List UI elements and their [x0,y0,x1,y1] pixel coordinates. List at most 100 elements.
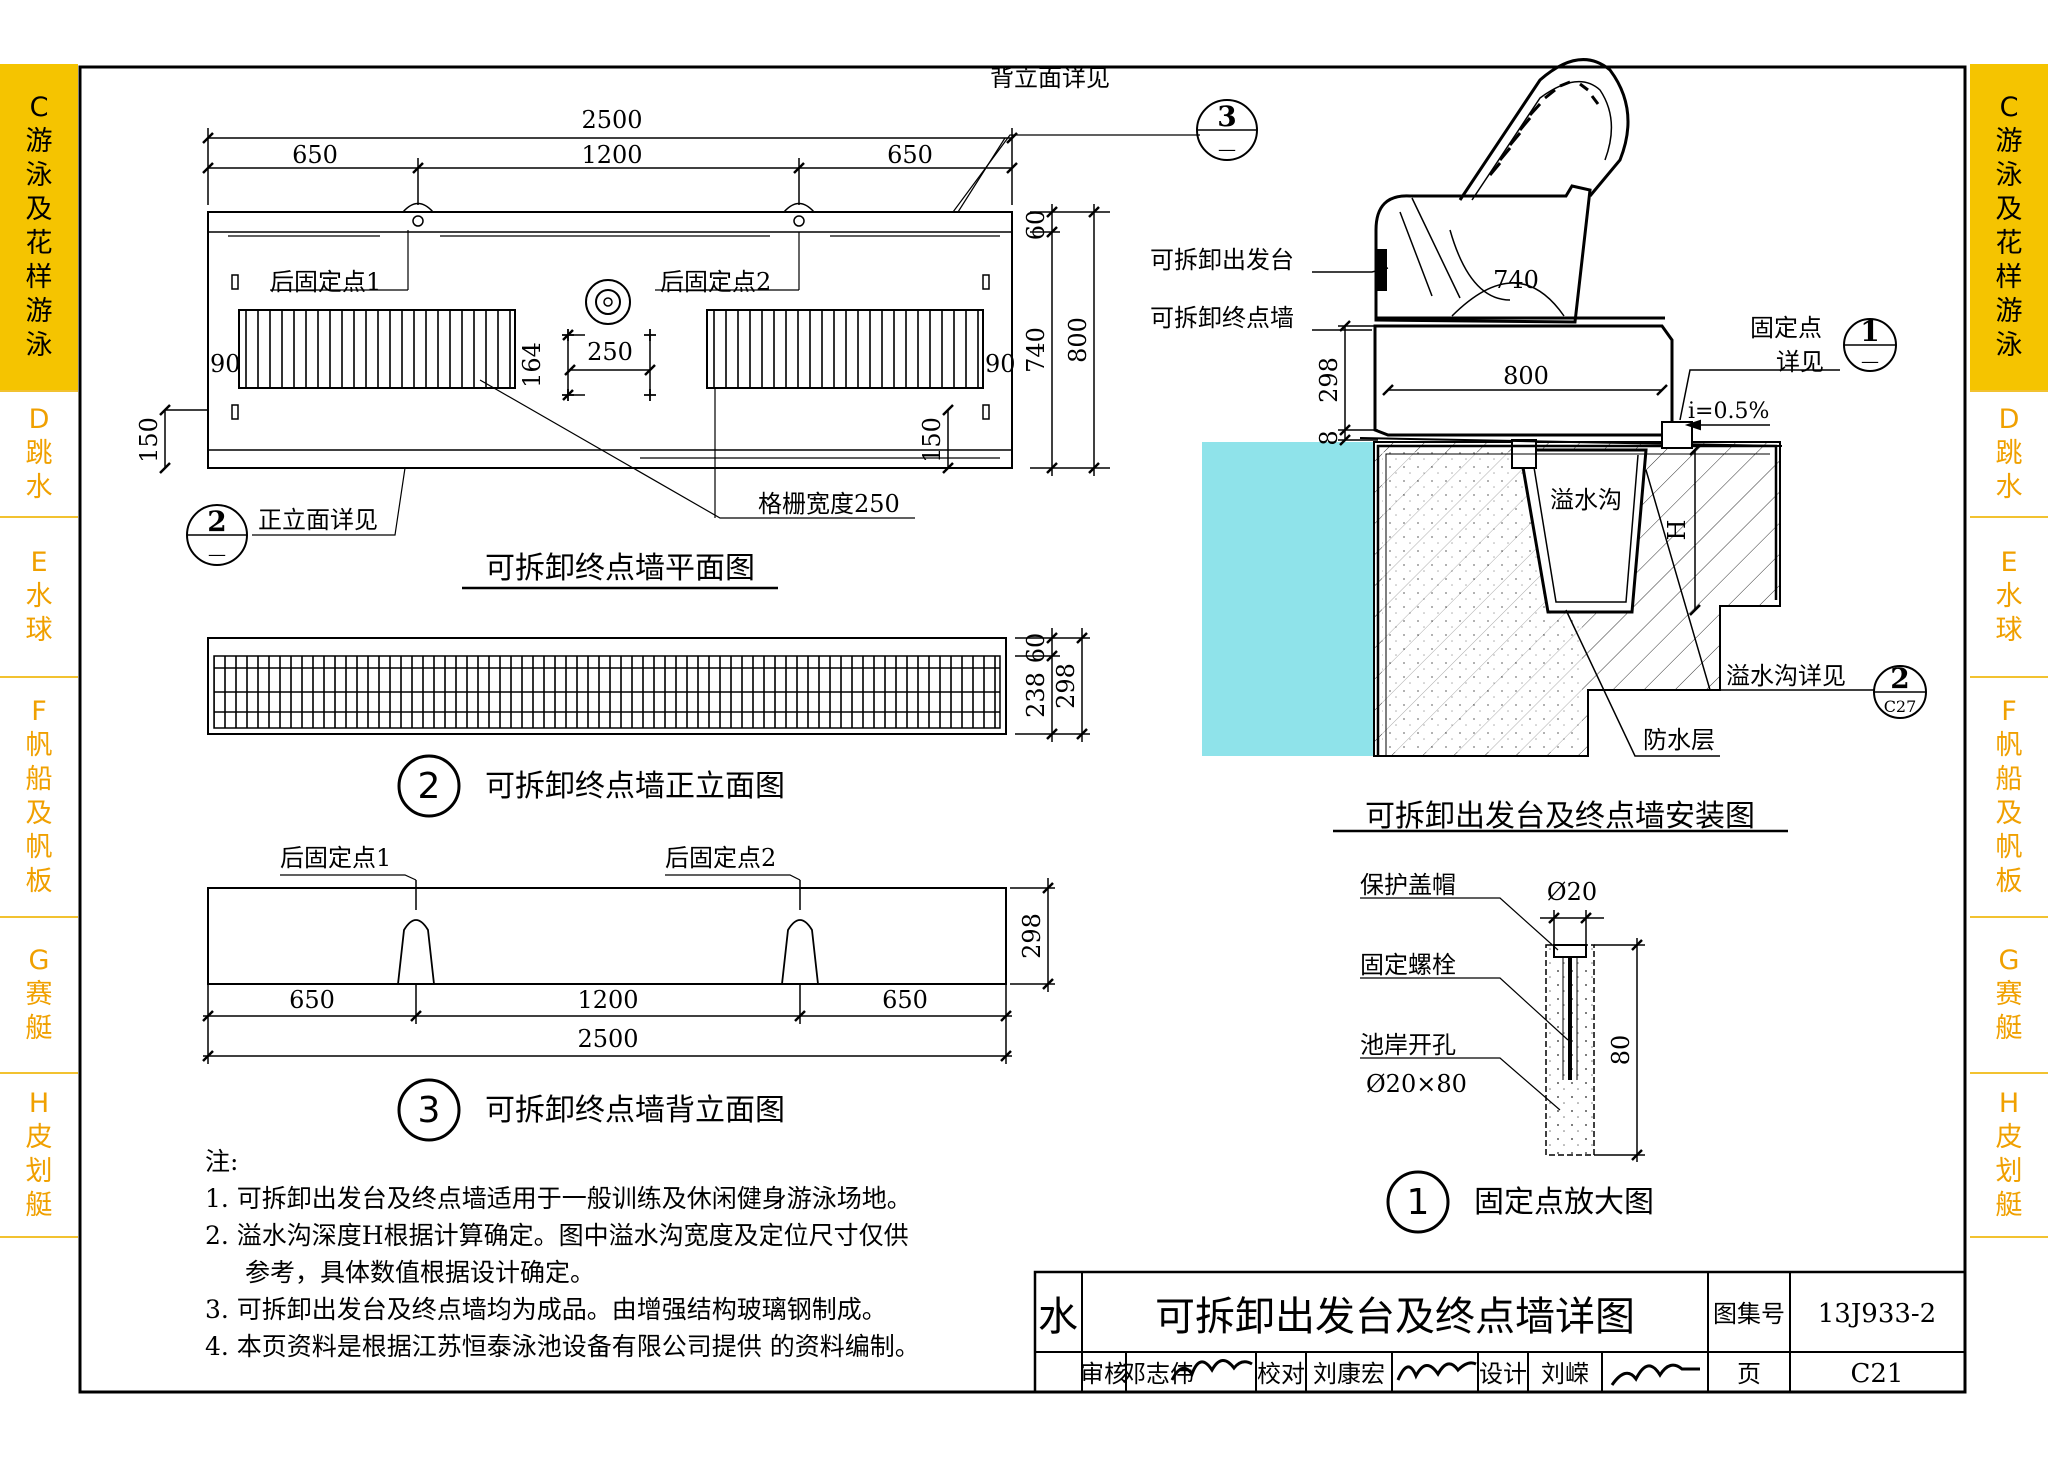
side-tab-c[interactable]: C 游泳及花样游泳 [0,64,78,392]
back-rear-point-1: 后固定点1 [280,844,391,872]
back-title: 可拆卸终点墙背立面图 [485,1093,785,1128]
side-tab-h[interactable]: H 皮划艇 [0,1074,78,1238]
fix-detail [1360,897,1645,1234]
fix-dim-80: 80 [1607,1035,1635,1066]
dim-90-right: 90 [985,350,1016,378]
side-tab-letter: E [30,547,48,578]
back-rear-point-2: 后固定点2 [665,844,776,872]
side-tab-label: 跳水 [1995,438,2023,503]
plan-dim-60: 60 [1022,210,1050,241]
install-title: 可拆卸出发台及终点墙安装图 [1365,799,1755,834]
side-tab-h[interactable]: H 皮划艇 [1970,1074,2048,1238]
notes-heading: 注: [205,1147,238,1176]
atlas-label: 图集号 [1713,1300,1785,1328]
side-tab-label: 帆船及帆板 [25,730,53,897]
note-item: 参考，具体数值根据设计确定。 [245,1258,595,1287]
rear-point-2-label: 后固定点2 [660,268,771,296]
signature-designer [1610,1363,1700,1386]
notes: 注: 1. 可拆卸出发台及终点墙适用于一般训练及休闲健身游泳场地。 2. 溢水沟… [205,1147,920,1361]
category-label: 水 [1038,1294,1078,1340]
dim-right: 650 [887,141,933,169]
atlas-number: 13J933-2 [1818,1299,1936,1329]
hole-size: Ø20×80 [1366,1070,1467,1098]
side-tab-f[interactable]: F 帆船及帆板 [0,678,78,918]
front-dim-238: 238 [1022,672,1050,718]
plan-title: 可拆卸终点墙平面图 [485,551,755,586]
back-dim-mid: 1200 [577,986,638,1014]
note-item: 2. 溢水沟深度H根据计算确定。图中溢水沟宽度及定位尺寸仅供 [205,1221,909,1250]
wall-label: 可拆卸终点墙 [1150,304,1294,332]
back-dim-total: 2500 [577,1025,638,1053]
bolt-label: 固定螺栓 [1360,951,1456,979]
front-title: 可拆卸终点墙正立面图 [485,769,785,804]
dim-left: 650 [292,141,338,169]
side-tab-letter: H [1998,1088,2020,1119]
note-item: 3. 可拆卸出发台及终点墙均为成品。由增强结构玻璃钢制成。 [205,1295,887,1324]
plan-dim-800: 800 [1064,317,1092,363]
sheet-title: 可拆卸出发台及终点墙详图 [1155,1294,1635,1340]
side-tab-letter: H [28,1088,50,1119]
dim-164: 164 [518,342,546,388]
side-tab-letter: D [1998,404,2020,435]
fix-point-label: 固定点 [1750,314,1822,342]
side-tab-f[interactable]: F 帆船及帆板 [1970,678,2048,918]
front-ref-label: 正立面详见 [258,506,378,534]
side-tab-letter: G [28,945,50,976]
note-item: 1. 可拆卸出发台及终点墙适用于一般训练及休闲健身游泳场地。 [205,1184,912,1213]
side-tab-label: 游泳及花样游泳 [1995,126,2023,361]
design-label: 设计 [1479,1360,1527,1388]
side-tab-label: 跳水 [25,438,53,503]
platform-label: 可拆卸出发台 [1150,246,1294,274]
back-dim-left: 650 [289,986,335,1014]
hole-label: 池岸开孔 [1360,1031,1456,1059]
side-tab-label: 水球 [25,581,53,646]
ref1-number: 1 [1860,315,1879,348]
dim-150-right: 150 [918,417,946,463]
gutter-depth-H: H [1663,520,1691,541]
side-tab-label: 赛艇 [25,979,53,1044]
grille-width-label: 格栅宽度250 [758,490,900,518]
side-tab-letter: C [29,92,49,123]
ref2-c27-sub: C27 [1884,697,1917,716]
side-tab-letter: F [31,696,47,727]
fix-texts: 保护盖帽 Ø20 固定螺栓 池岸开孔 Ø20×80 80 1 固定点放大图 [1360,871,1654,1223]
side-tab-label: 游泳及花样游泳 [25,126,53,361]
dim-150-left: 150 [135,417,163,463]
side-tab-letter: F [2001,696,2017,727]
back-dim-298: 298 [1018,913,1046,959]
back-number: 3 [418,1090,441,1131]
dim-250: 250 [587,338,633,366]
fix-title: 固定点放大图 [1474,1185,1654,1220]
slope-label: i=0.5% [1688,399,1769,424]
reviewer-name: 邓志伟 [1122,1360,1194,1388]
ref2-sub: — [208,544,226,565]
front-number: 2 [418,766,441,807]
cap-label: 保护盖帽 [1360,871,1456,899]
page-number: C21 [1851,1359,1904,1389]
checker-name: 刘康宏 [1313,1360,1385,1388]
plan-texts: 2500 650 1200 650 背立面详见 后固定点1 后固定点2 90 9… [135,64,1237,586]
back-elevation [202,874,1055,1142]
page-label: 页 [1737,1360,1761,1388]
side-tab-letter: D [28,404,50,435]
front-elevation [207,628,1090,818]
back-dim-right: 650 [882,986,928,1014]
side-tab-label: 皮划艇 [1995,1122,2023,1221]
install-dim-8: 8 [1315,430,1343,445]
side-tab-label: 帆船及帆板 [1995,730,2023,897]
ref1-sub: — [1861,351,1879,372]
side-tab-label: 皮划艇 [25,1122,53,1221]
fix-dim-d20: Ø20 [1547,878,1597,906]
review-label: 审核 [1080,1360,1128,1388]
check-label: 校对 [1257,1360,1305,1388]
signature-checker [1396,1361,1477,1381]
